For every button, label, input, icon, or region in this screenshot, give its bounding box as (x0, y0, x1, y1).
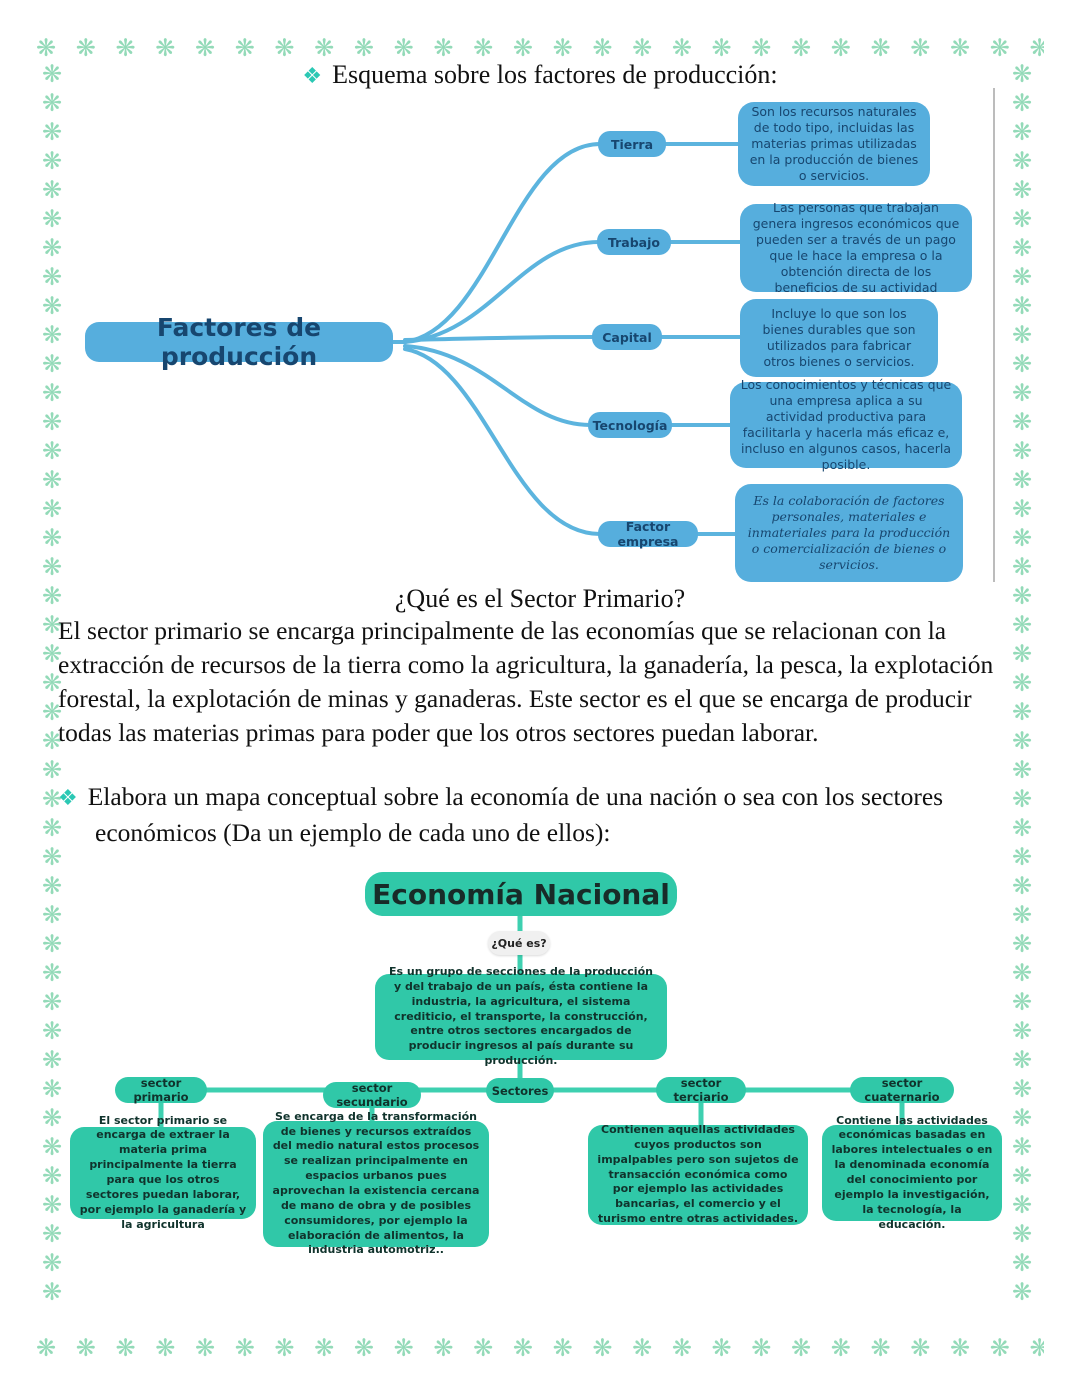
branch-trabajo: Trabajo (597, 229, 671, 255)
economia-definition-node: Es un grupo de secciones de la producció… (375, 965, 667, 1067)
branch-capital: Capital (592, 324, 662, 350)
task-item: ❖ Elabora un mapa conceptual sobre la eco… (58, 780, 1035, 850)
economia-mind-map: Economía Nacional ¿Qué es? Es un grupo d… (60, 862, 1020, 1262)
pill-sector-cuaternario: sector cuaternario (850, 1076, 954, 1104)
pill-sectores: Sectores (486, 1078, 554, 1103)
que-es-node: ¿Qué es? (488, 931, 550, 955)
desc-tierra: Son los recursos naturales de todo tipo,… (738, 102, 930, 186)
section-heading: ¿Qué es el Sector Primario? (394, 584, 686, 613)
diamond-bullet-icon: ❖ (58, 786, 78, 811)
border-ornament-top: ❋ ❋ ❋ ❋ ❋ ❋ ❋ ❋ ❋ ❋ ❋ ❋ ❋ ❋ ❋ ❋ ❋ ❋ ❋ ❋ … (36, 34, 1044, 62)
page-title-text: Esquema sobre los factores de producción… (332, 60, 778, 89)
desc-sector-primario: El sector primario se encarga de extraer… (70, 1114, 256, 1231)
task-text: Elabora un mapa conceptual sobre la econ… (87, 782, 944, 847)
image-edge-line (993, 88, 995, 582)
branch-tecnologia: Tecnología (588, 412, 672, 438)
desc-trabajo: Las personas que trabajan genera ingreso… (740, 200, 972, 295)
branch-tierra: Tierra (598, 131, 666, 157)
border-ornament-bottom: ❋ ❋ ❋ ❋ ❋ ❋ ❋ ❋ ❋ ❋ ❋ ❋ ❋ ❋ ❋ ❋ ❋ ❋ ❋ ❋ … (36, 1334, 1044, 1362)
desc-factor-empresa: Es la colaboración de factores personale… (735, 484, 963, 582)
factores-map-connectors (390, 142, 742, 536)
desc-sector-terciario: Contienen aquellas actividades cuyos pro… (588, 1123, 808, 1225)
branch-factor-empresa: Factor empresa (598, 519, 698, 549)
pill-sector-primario: sector primario (115, 1076, 207, 1104)
desc-sector-secundario: Se encarga de la transformación de biene… (263, 1110, 489, 1256)
factores-mind-map: Factores de producción Tierra Trabajo Ca… (60, 88, 1000, 588)
economia-title-node: Economía Nacional (365, 872, 677, 916)
desc-capital: Incluye lo que son los bienes durables q… (740, 299, 938, 377)
desc-tecnologia: Los conocimientos y técnicas que una emp… (730, 377, 962, 472)
section-paragraph: El sector primario se encarga principalm… (58, 616, 994, 747)
pill-sector-secundario: sector secundario (323, 1081, 421, 1109)
desc-sector-cuaternario: Contiene las actividades económicas basa… (822, 1114, 1002, 1231)
pill-sector-terciario: sector terciario (656, 1076, 746, 1104)
root-node-factores: Factores de producción (85, 313, 393, 371)
page-title: ❖ Esquema sobre los factores de producció… (0, 60, 1080, 90)
diamond-bullet-icon: ❖ (302, 64, 323, 89)
